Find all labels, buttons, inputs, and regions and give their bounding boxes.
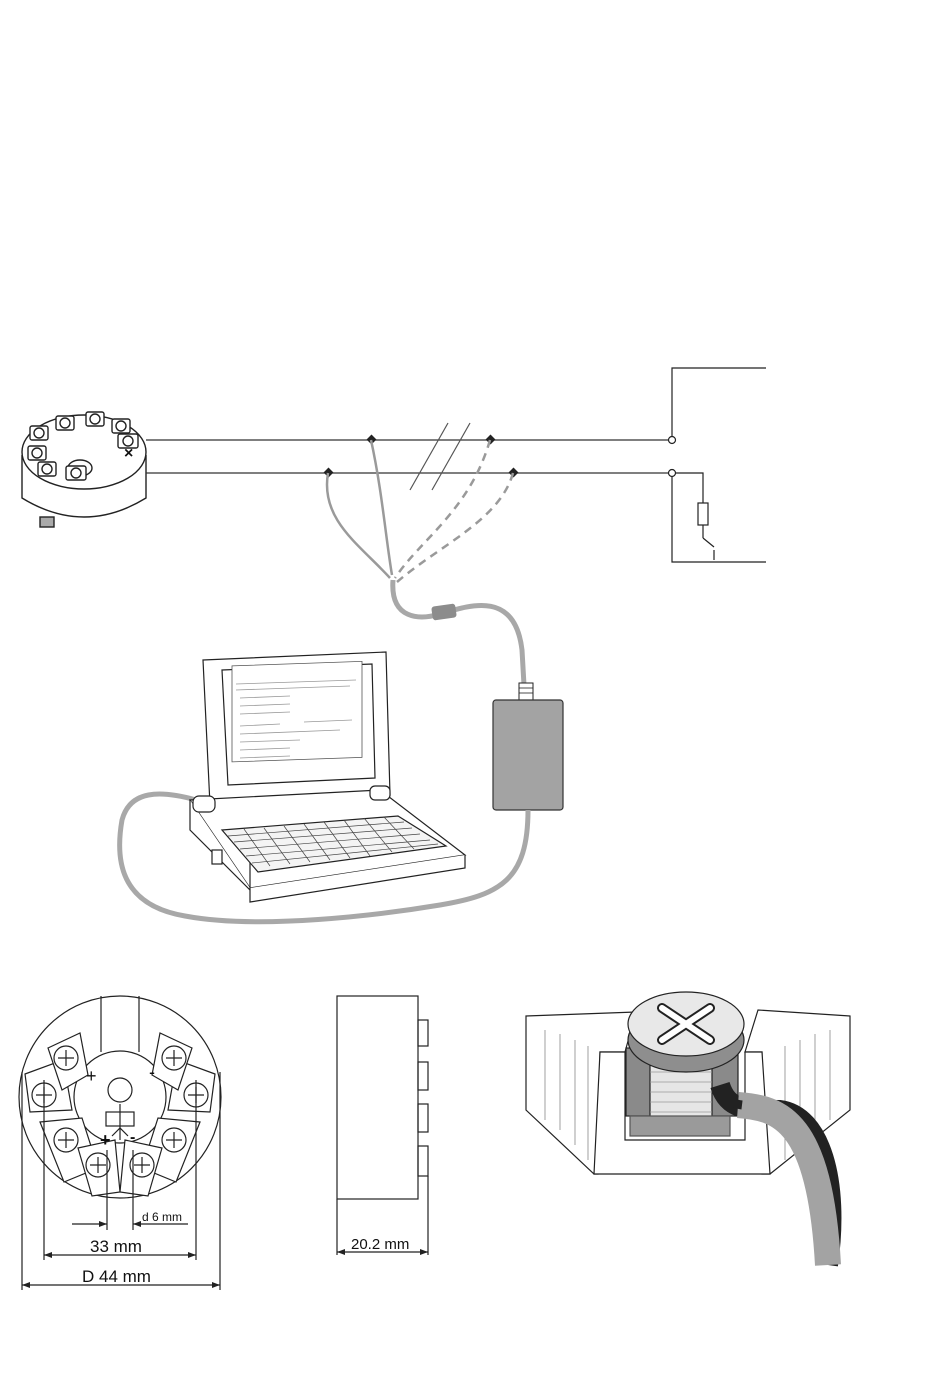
- svg-text:×: ×: [124, 445, 133, 462]
- terminal-closeup-drawing: [526, 992, 850, 1265]
- hole-diameter-label: d 6 mm: [142, 1210, 182, 1224]
- signal-lines: [146, 423, 672, 490]
- modem-icon: [493, 683, 563, 810]
- polarity-plus-label: +: [86, 1066, 97, 1086]
- height-label: 20.2 mm: [351, 1236, 409, 1253]
- terminal-screw-icon: [628, 992, 744, 1072]
- terminal-plus-label: +: [100, 1130, 111, 1150]
- transmitter-head-icon: ×: [22, 412, 146, 534]
- terminal-minus-label: -: [130, 1129, 135, 1146]
- terminal-circle: [669, 470, 676, 477]
- terminal-circle: [669, 437, 676, 444]
- cable-icon: [393, 580, 524, 685]
- outer-diameter-label: D 44 mm: [82, 1267, 151, 1286]
- side-view-drawing: [337, 996, 428, 1255]
- polarity-minus-label: -: [149, 1062, 155, 1082]
- wiring-diagram: ×: [22, 368, 766, 922]
- cable-ferrite: [431, 603, 457, 620]
- power-supply-box: [672, 368, 766, 562]
- mounting-distance-label: 33 mm: [90, 1237, 142, 1256]
- laptop-icon: [190, 652, 465, 902]
